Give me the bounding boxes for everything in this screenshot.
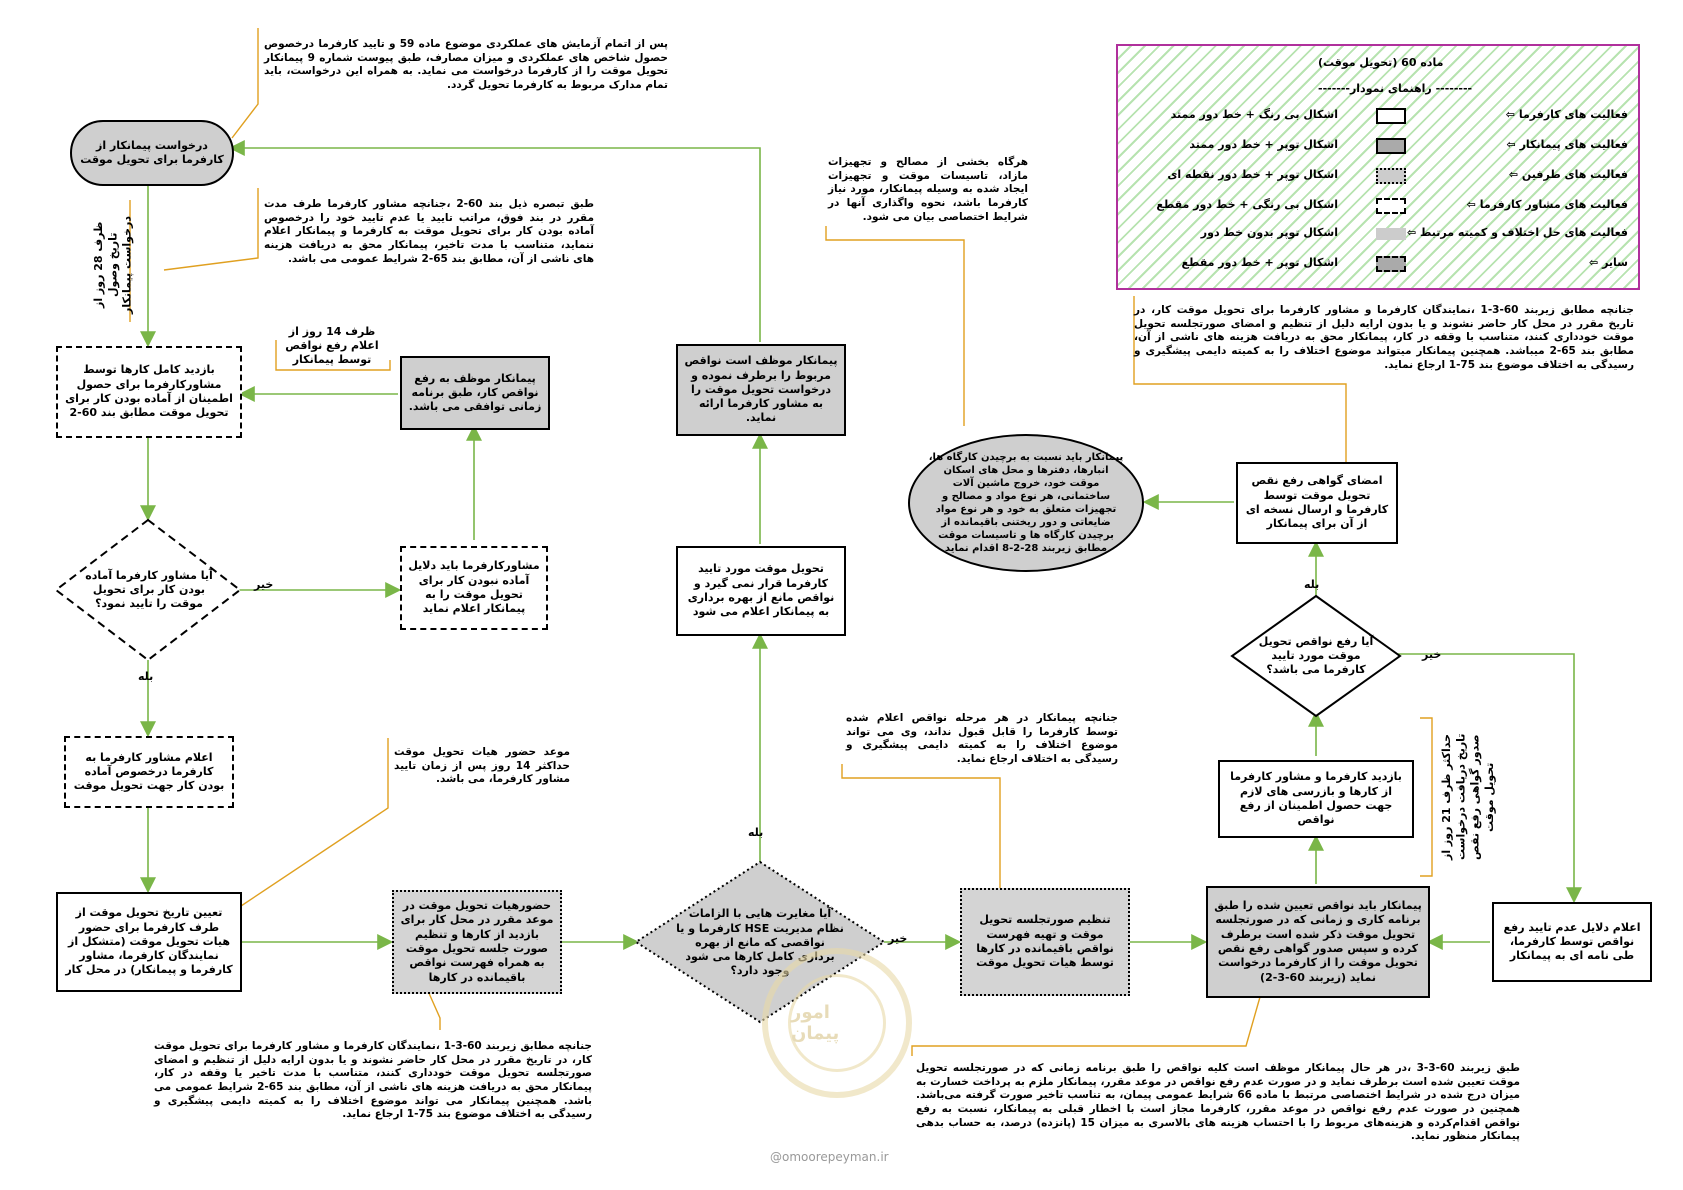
- label-days14: ظرف 14 روز از اعلام رفع نواقص توسط پیمان…: [285, 324, 379, 367]
- legend-title: ماده 60 (تحویل موقت): [1318, 56, 1444, 69]
- leader-date: [237, 738, 389, 909]
- label-yes-fixed: بله: [1304, 578, 1320, 591]
- leader-bottom-right: [911, 989, 1263, 1056]
- leader-legend-note: [1133, 296, 1347, 462]
- edge-fixedq-no: [1398, 653, 1582, 904]
- legend-shape-consultant: اشکال بی رنگی + خط دور مقطع: [1156, 198, 1338, 211]
- board-present-node: حضورهیات تحویل موقت در موعد مقرر در محل …: [392, 890, 562, 994]
- inspect-node: بازدید کامل کارها توسط مشاورکارفرما برای…: [56, 346, 242, 438]
- leader-inspect: [163, 188, 259, 271]
- reject-reasons-node: اعلام دلایل عدم تایید رفع نواقص توسط کار…: [1492, 902, 1652, 982]
- legend-shape-contractor: اشکال توپر + خط دور ممتد: [1189, 138, 1338, 151]
- contractor-fix-node: پیمانکار باید نواقص تعیین شده را طبق برن…: [1206, 886, 1430, 998]
- label-yes-ready: بله: [138, 670, 154, 683]
- fixed-decision-shape: [1230, 594, 1402, 718]
- label-no-hse: خیر: [888, 932, 908, 945]
- leader-days14: [275, 340, 391, 371]
- watermark-text: امور پیمان: [788, 974, 886, 1072]
- legend-who-both: فعالیت های طرفین ⇦: [1508, 168, 1628, 181]
- legend-who-employer: فعالیت های کارفرما ⇦: [1505, 108, 1628, 121]
- fix-defects-node: پیمانکار موظف به رفع نواقص کار، طبق برنا…: [400, 356, 550, 430]
- legend-who-dispute: فعالیت های حل اختلاف و کمیته مرتبط ⇦: [1406, 226, 1628, 239]
- note-date: موعد حضور هیات تحویل موقت حداکثر 14 روز …: [394, 746, 571, 786]
- legend-shape-employer: اشکال بی رنگ + خط دور ممتد: [1170, 108, 1338, 121]
- label-days28: ظرف 28 روز از تاریخ وصول درخواست پیمانکا…: [92, 216, 134, 314]
- notready-node: مشاورکارفرما باید دلایل آماده نبودن کار …: [400, 546, 548, 630]
- leader-dispute: [841, 764, 1001, 888]
- verify-node: بازدید کارفرما و مشاور کارفرما از کارها …: [1218, 760, 1414, 838]
- watermark-seal: امور پیمان: [762, 948, 912, 1098]
- legend-who-contractor: فعالیت های پیمانکار ⇦: [1506, 138, 1628, 151]
- announce-ready-node: اعلام مشاور کارفرما به کارفرما درخصوص آم…: [64, 736, 234, 808]
- legend-who-other: سایر ⇦: [1589, 256, 1628, 269]
- site-handle: @omoorepeyman.ir: [770, 1150, 889, 1164]
- label-no-ready: خیر: [254, 578, 274, 591]
- legend-subtitle: -------- راهنمای نمودار-------: [1318, 82, 1473, 95]
- label-days21: حداکثر ظرف 21 روز از تاریخ دریافت درخواس…: [1440, 733, 1496, 861]
- legend-swatch-both: [1376, 168, 1406, 184]
- note-bottom-left: جنانچه مطابق زیربند 60-3-1 ،نمایندگان کا…: [154, 1040, 592, 1121]
- fixed-question: آیا رفع نواقص تحویل موقت مورد تایید کارف…: [1258, 634, 1374, 677]
- note-bottom-right: طبق زیربند 60-3-3 ،در هر حال پیمانکار مو…: [916, 1062, 1521, 1143]
- ready-question: آیا مشاور کارفرما آماده بودن کار برای تح…: [85, 568, 213, 611]
- set-date-node: تعیین تاریخ تحویل موقت از طرف کارفرما بر…: [56, 892, 242, 992]
- leader-bottom-left: [423, 981, 441, 1030]
- request-node: درخواست پیمانکار از کارفرما برای تحویل م…: [70, 120, 234, 186]
- ready-decision-shape: [54, 518, 242, 662]
- leader-materials: [825, 226, 965, 426]
- legend-swatch-consultant: [1376, 198, 1406, 214]
- legend-who-consultant: فعالیت های مشاور کارفرما ⇦: [1466, 198, 1628, 211]
- legend-swatch-dispute: [1376, 228, 1406, 240]
- leader-days21: [1420, 717, 1433, 877]
- note-dispute: جنانچه پیمانکار در هر مرحله نواقص اعلام …: [846, 712, 1118, 765]
- legend-box: ماده 60 (تحویل موقت) -------- راهنمای نم…: [1116, 44, 1640, 290]
- legend-shape-other: اشکال توپر + خط دور مقطع: [1181, 256, 1338, 269]
- note-materials: هرگاه بخشی از مصالح و تجهیزات مازاد، تاس…: [828, 156, 1028, 223]
- note-legend-bottom: جنانچه مطابق زیربند 60-3-1 ،نمایندگان کا…: [1134, 304, 1634, 371]
- note-inspect: طبق تبصره ذیل بند 60-2 ،جنانچه مشاور کار…: [264, 198, 594, 265]
- leader-request: [231, 28, 259, 139]
- label-yes-hse: بله: [748, 826, 764, 839]
- note-request: پس از اتمام آزمایش های عملکردی موضوع ماد…: [264, 38, 668, 91]
- legend-shape-dispute: اشکال توپر بدون خط دور: [1200, 226, 1338, 239]
- fix-request-node: پیمانکار موظف است نواقص مربوط را برطرف ن…: [676, 344, 846, 436]
- edge-fixreq-request: [228, 140, 761, 342]
- legend-swatch-contractor: [1376, 138, 1406, 154]
- not-accept-node: تحویل موقت مورد تایید کارفرما قرار نمی گ…: [676, 546, 846, 636]
- minutes-node: تنظیم صورتجلسه تحویل موقت و تهیه فهرست ن…: [960, 888, 1130, 996]
- legend-swatch-other: [1376, 256, 1406, 272]
- legend-swatch-employer: [1376, 108, 1406, 124]
- legend-shape-both: اشکال توپر + خط دور نقطه ای: [1167, 168, 1338, 181]
- label-no-fixed: خیر: [1422, 648, 1442, 661]
- cleanup-node: پیمانکار باید نسبت به برچیدن کارگاه ها، …: [908, 434, 1144, 572]
- certificate-node: امضای گواهی رفع نقص تحویل موقت توسط کارف…: [1236, 462, 1398, 544]
